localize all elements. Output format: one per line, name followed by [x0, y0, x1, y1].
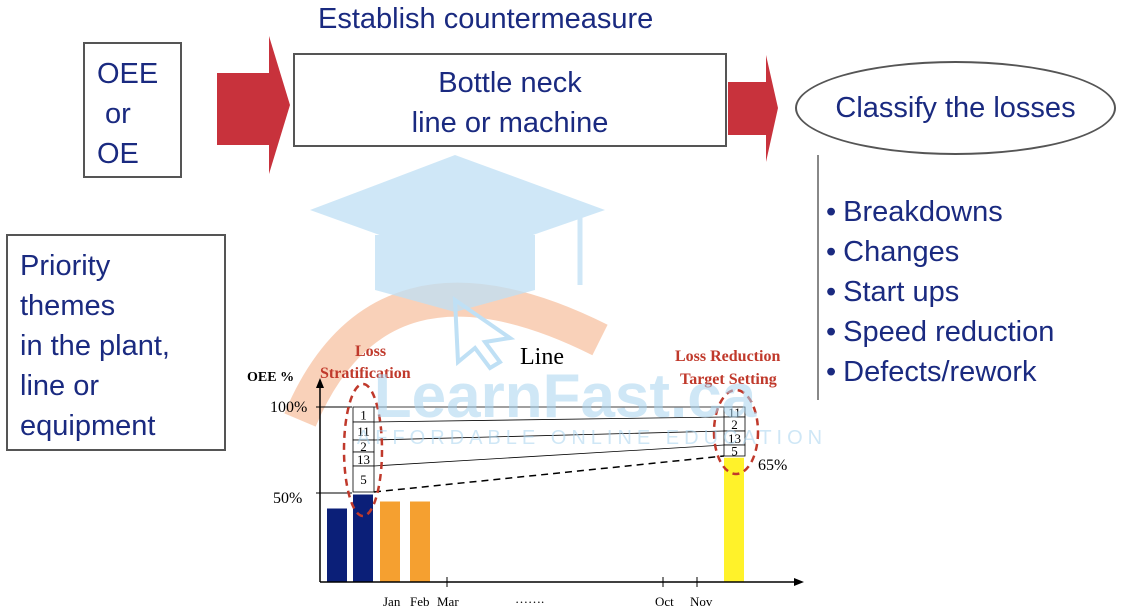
x-tick-label: Oct — [655, 594, 674, 609]
y-axis-arrow — [316, 378, 324, 388]
oee-box: OEE or OE — [83, 42, 182, 178]
x-tick-label: ……. — [515, 591, 544, 606]
stack-segment-label: 2 — [360, 439, 367, 454]
graduation-cap-icon — [310, 155, 605, 312]
loss-item: Speed reduction — [826, 312, 1054, 352]
stack-segment-label: 13 — [728, 431, 741, 446]
bottleneck-box: Bottle neck line or machine — [293, 53, 727, 147]
trend-line — [373, 444, 725, 467]
watermark-arc — [284, 282, 608, 427]
target-dashed-line — [373, 455, 725, 493]
trend-line — [373, 430, 725, 441]
oee-line: OEE — [97, 58, 159, 90]
line-label: Line — [520, 344, 564, 370]
classify-losses-ellipse: Classify the losses — [795, 61, 1116, 155]
oee-line: OE — [97, 138, 139, 170]
priority-line: themes — [20, 290, 116, 322]
stack-segment — [352, 465, 375, 493]
chart-bar — [353, 494, 373, 582]
x-tick-label: Mar — [437, 594, 459, 609]
loss-item: Start ups — [826, 272, 1054, 312]
stack-segment-label: 11 — [357, 424, 370, 439]
target-ellipse — [712, 388, 760, 476]
bottleneck-line: line or machine — [411, 107, 609, 139]
countermeasure-title: Establish countermeasure — [318, 3, 654, 35]
loss-item: Changes — [826, 232, 1054, 272]
priority-line: line or — [20, 370, 99, 402]
stack-segment-label: 13 — [357, 452, 370, 467]
target-label: Loss Reduction — [675, 348, 780, 365]
y-axis-label: OEE % — [247, 370, 294, 385]
x-tick-label: Jan — [383, 594, 401, 609]
stratification-ellipse — [342, 382, 384, 518]
bottleneck-line: Bottle neck — [438, 67, 582, 99]
loss-item: Defects/rework — [826, 352, 1054, 392]
y-tick-label: 50% — [273, 490, 302, 507]
chart-bars — [327, 457, 744, 582]
chart-bar — [380, 501, 400, 582]
y-tick-label: 100% — [270, 399, 307, 416]
priority-line: Priority — [20, 250, 111, 282]
trend-line — [373, 416, 725, 423]
chart-bar — [410, 501, 430, 582]
stack-segment-label: 1 — [360, 408, 367, 423]
stratification-label: Loss — [355, 343, 386, 360]
stack-segment-label: 5 — [731, 444, 738, 459]
oee-line: or — [105, 98, 131, 130]
cursor-icon — [452, 296, 516, 371]
stack-segment-label: 2 — [731, 417, 738, 432]
x-tick-label: Feb — [410, 594, 430, 609]
arrow-oee-to-bottleneck — [217, 36, 290, 174]
divider-line — [817, 155, 819, 400]
chart-bar — [327, 508, 347, 582]
arrow-bottleneck-to-classify — [728, 55, 778, 162]
loss-list: Breakdowns Changes Start ups Speed reduc… — [826, 192, 1054, 392]
loss-item: Breakdowns — [826, 192, 1054, 232]
stratification-label: Stratification — [320, 365, 411, 382]
x-tick-label: Nov — [690, 594, 713, 609]
priority-box: Priority themes in the plant, line or eq… — [6, 234, 226, 451]
x-axis-arrow — [794, 578, 804, 586]
stack-segment-label: 11 — [728, 405, 741, 420]
stack-segment — [723, 444, 746, 457]
target-label: Target Setting — [680, 371, 777, 388]
priority-line: in the plant, — [20, 330, 170, 362]
chart-bar — [724, 457, 744, 582]
target-value-label: 65% — [758, 457, 787, 474]
priority-line: equipment — [20, 410, 156, 442]
stack-segment-label: 5 — [360, 472, 367, 487]
